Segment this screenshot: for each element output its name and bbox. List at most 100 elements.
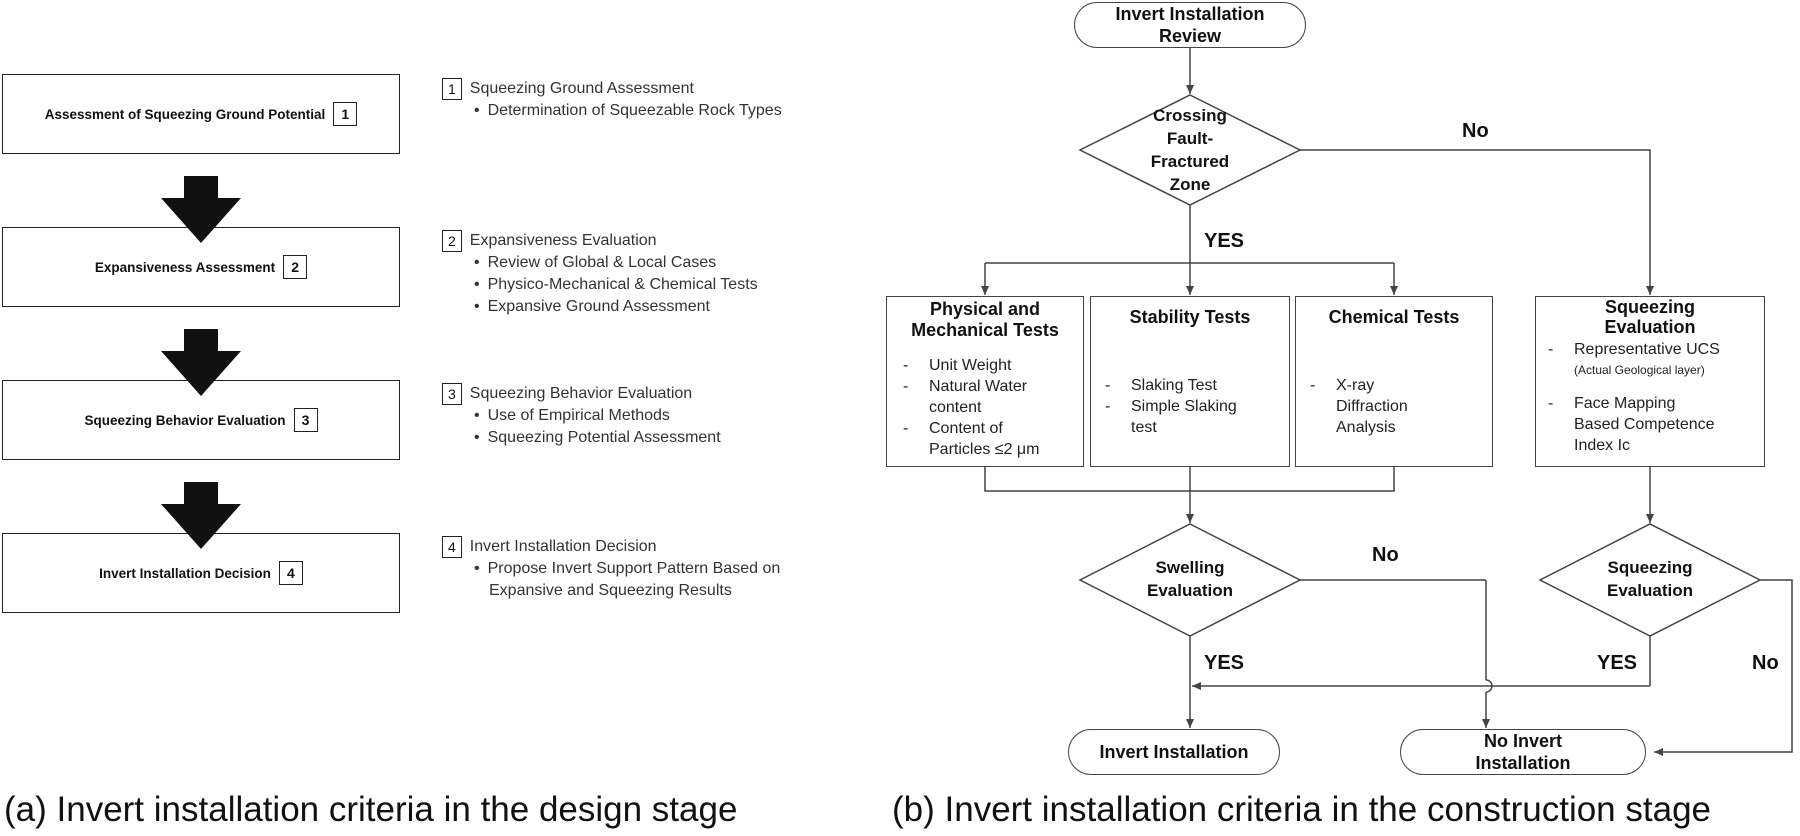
dash (1105, 417, 1131, 438)
label-no-squeezing: No (1752, 652, 1779, 674)
dash (903, 397, 929, 418)
dash: - (903, 420, 909, 437)
chemical-tests-items: - X-ray Diffraction Analysis (1310, 375, 1408, 438)
title-line: Squeezing (1604, 297, 1695, 317)
description-3: 3 Squeezing Behavior Evaluation Use of Em… (442, 383, 721, 449)
title-line: Mechanical Tests (911, 320, 1059, 340)
chemical-tests-title: Chemical Tests (1328, 307, 1460, 327)
description-title: Invert Installation Decision (469, 538, 657, 555)
description-2: 2 Expansiveness Evaluation Review of Glob… (442, 230, 758, 318)
down-arrow-icon (161, 329, 241, 396)
decision-squeezing-text: Squeezing Evaluation (1570, 556, 1730, 602)
decision-swelling-text: Swelling Evaluation (1110, 556, 1270, 602)
stage-number: 1 (333, 102, 358, 126)
description-title: Squeezing Ground Assessment (469, 80, 694, 97)
decision-fault-text: Crossing Fault- Fractured Zone (1110, 104, 1270, 196)
squeezing-box-items: - Representative UCS (Actual Geological l… (1548, 339, 1720, 456)
test-item: Diffraction (1336, 398, 1408, 415)
test-item: X-ray (1336, 377, 1375, 394)
test-item: Representative UCS (1574, 341, 1720, 358)
end-no-invert-line: No Invert (1483, 731, 1562, 751)
down-arrow-icon (161, 176, 241, 243)
description-item: Use of Empirical Methods (442, 405, 721, 427)
title-line: Physical and (929, 299, 1041, 319)
dash: - (1548, 341, 1554, 358)
description-item: Determination of Squeezable Rock Types (442, 100, 782, 122)
end-no-invert-line: Installation (1475, 753, 1571, 773)
decision-swelling-line: Evaluation (1147, 581, 1233, 600)
test-item: Simple Slaking (1131, 398, 1237, 415)
test-item: test (1131, 419, 1157, 436)
description-title: Expansiveness Evaluation (469, 232, 657, 249)
stability-tests-box: Stability Tests - Slaking Test - Simple Sl… (1090, 296, 1290, 467)
physical-tests-title: Physical and Mechanical Tests (887, 299, 1083, 341)
caption-construction-stage: (b) Invert installation criteria in the … (892, 790, 1711, 829)
test-item: Natural Water (929, 378, 1028, 395)
dash (903, 439, 929, 460)
label-no-swelling: No (1372, 544, 1399, 566)
stage-box-1: Assessment of Squeezing Ground Potential… (2, 74, 400, 154)
decision-fault-line: Zone (1169, 175, 1211, 194)
stage-number: 4 (278, 561, 303, 585)
stage-number: 2 (283, 255, 308, 279)
dash: - (903, 357, 909, 374)
label-yes-squeezing: YES (1597, 652, 1638, 674)
decision-fault-line: Crossing (1153, 106, 1227, 125)
stage-number: 3 (293, 408, 318, 432)
test-item: content (929, 399, 982, 416)
decision-squeezing-line: Squeezing (1607, 558, 1693, 577)
description-item: Review of Global & Local Cases (442, 252, 758, 274)
label-yes-swelling: YES (1204, 652, 1245, 674)
design-stage-arrows (161, 176, 241, 549)
test-item: Slaking Test (1131, 377, 1217, 394)
description-1: 1 Squeezing Ground Assessment Determinati… (442, 78, 782, 122)
test-item: Unit Weight (929, 357, 1012, 374)
decision-swelling-line: Swelling (1155, 558, 1225, 577)
description-number: 1 (442, 78, 462, 100)
description-item: Squeezing Potential Assessment (442, 427, 721, 449)
physical-tests-items: - Unit Weight - Natural Water content - Con… (903, 355, 1039, 460)
end-invert-installation: Invert Installation (1068, 729, 1280, 775)
stage-label: Assessment of Squeezing Ground Potential (44, 106, 326, 122)
squeezing-evaluation-box: Squeezing Evaluation - Representative UCS… (1535, 296, 1765, 467)
label-no-fault: No (1462, 120, 1489, 142)
dash: - (1105, 398, 1111, 415)
description-number: 2 (442, 230, 462, 252)
dash: - (1310, 377, 1316, 394)
dash: - (903, 378, 909, 395)
test-item: Based Competence (1574, 416, 1715, 433)
description-item: Physico-Mechanical & Chemical Tests (442, 274, 758, 296)
squeezing-box-title: Squeezing Evaluation (1536, 297, 1764, 337)
description-title: Squeezing Behavior Evaluation (469, 385, 693, 402)
test-item: Face Mapping (1574, 395, 1676, 412)
description-number: 3 (442, 383, 462, 405)
test-item: Particles ≤2 μm (929, 441, 1040, 458)
dash (1310, 396, 1336, 417)
stage-label: Expansiveness Assessment (94, 259, 276, 275)
stability-tests-title: Stability Tests (1129, 307, 1251, 327)
start-line-2: Review (1158, 26, 1222, 46)
dash: - (1548, 395, 1554, 412)
description-number: 4 (442, 536, 462, 558)
down-arrow-icon (161, 482, 241, 549)
stage-label: Invert Installation Decision (99, 565, 271, 581)
description-item: Expansive Ground Assessment (442, 296, 758, 318)
description-item-continued: Expansive and Squeezing Results (489, 582, 732, 599)
dash (1310, 417, 1336, 438)
flowchart-connectors (981, 48, 1793, 756)
dash: - (1105, 377, 1111, 394)
caption-design-stage: (a) Invert installation criteria in the … (4, 790, 738, 829)
test-item-note: (Actual Geological layer) (1574, 363, 1705, 377)
test-item: Content of (929, 420, 1003, 437)
decision-fault-line: Fault- (1166, 129, 1214, 148)
start-line-1: Invert Installation (1115, 4, 1265, 24)
chemical-tests-box: Chemical Tests - X-ray Diffraction Analys… (1295, 296, 1493, 467)
stability-tests-items: - Slaking Test - Simple Slaking test (1105, 375, 1237, 438)
label-yes-fault: YES (1204, 230, 1245, 252)
decision-fault-line: Fractured (1150, 152, 1230, 171)
stage-label: Squeezing Behavior Evaluation (84, 412, 286, 428)
test-item: Analysis (1336, 419, 1396, 436)
